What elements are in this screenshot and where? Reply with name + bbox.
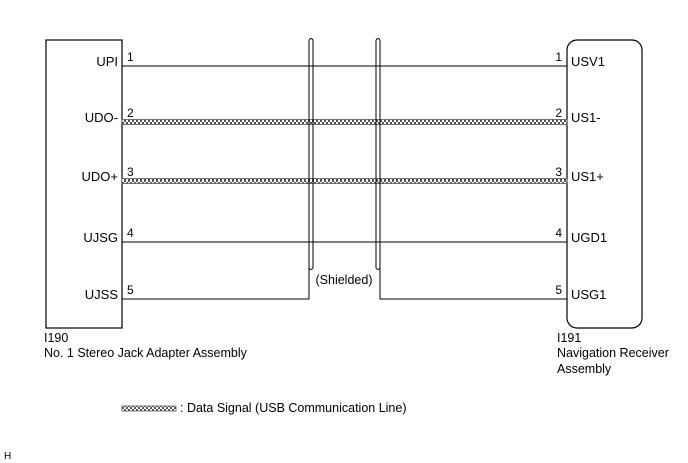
- left-pin-name: UJSS: [85, 287, 119, 302]
- shield-tube-right: [375, 38, 381, 270]
- right-pin-number: 1: [555, 50, 562, 64]
- right-connector-name-line1: Navigation Receiver: [557, 346, 669, 360]
- left-pin-number: 1: [127, 50, 134, 64]
- legend-data-signal-swatch: [121, 405, 177, 412]
- left-pin-name: UDO-: [85, 110, 118, 125]
- right-pin-number: 3: [555, 165, 562, 179]
- left-pin-number: 5: [127, 283, 134, 297]
- right-pin-name: US1-: [571, 110, 601, 125]
- legend-label: : Data Signal (USB Communication Line): [180, 401, 407, 415]
- shield-tubes: [308, 38, 381, 270]
- left-connector-name: No. 1 Stereo Jack Adapter Assembly: [44, 346, 248, 360]
- wires-group: [121, 65, 568, 300]
- left-connector-box: [45, 39, 123, 329]
- right-connector-box: [566, 39, 643, 329]
- right-connector-code: I191: [557, 331, 581, 345]
- wire-shield-right: [379, 268, 567, 300]
- right-pin-number: 2: [555, 106, 562, 120]
- right-connector-name-line2: Assembly: [557, 362, 612, 376]
- corner-mark: H: [4, 451, 11, 462]
- right-pin-name: USG1: [571, 287, 606, 302]
- left-pin-name: UJSG: [83, 230, 118, 245]
- right-pin-name: USV1: [571, 54, 605, 69]
- left-pin-number: 3: [127, 165, 134, 179]
- left-pin-name: UDO+: [82, 169, 118, 184]
- wire-data-signal: [121, 178, 568, 184]
- shield-tube-left: [308, 38, 314, 270]
- wire-shield-left: [122, 268, 310, 300]
- left-pin-number: 2: [127, 106, 134, 120]
- right-pin-number: 4: [555, 226, 562, 240]
- left-pin-number: 4: [127, 226, 134, 240]
- wire-data-signal: [121, 119, 568, 125]
- right-pin-name: US1+: [571, 169, 604, 184]
- right-pin-number: 5: [555, 283, 562, 297]
- right-pin-name: UGD1: [571, 230, 607, 245]
- shield-label: (Shielded): [316, 273, 373, 287]
- left-connector-code: I190: [44, 331, 68, 345]
- left-pin-name: UPI: [96, 54, 118, 69]
